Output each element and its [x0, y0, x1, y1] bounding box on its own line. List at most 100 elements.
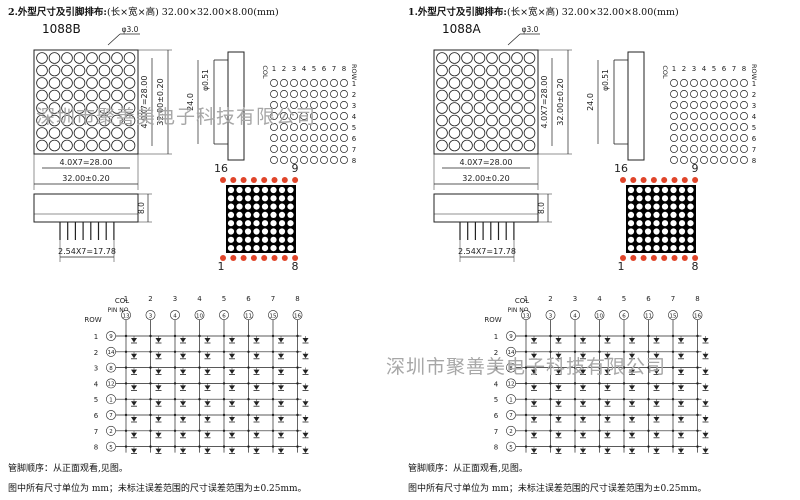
- schematic-col-number: 7: [271, 295, 275, 303]
- grid-dot: [270, 134, 278, 142]
- grid-dot: [690, 79, 698, 87]
- led-diode-icon: [629, 401, 635, 406]
- grid-dot: [730, 90, 738, 98]
- junction-dot: [573, 398, 577, 401]
- led-diode-icon: [302, 401, 309, 406]
- matrix-led: [244, 228, 252, 235]
- matrix-led: [261, 220, 269, 227]
- matrix-led: [644, 203, 652, 210]
- led-diode-icon: [180, 385, 186, 390]
- matrix-led: [227, 228, 235, 235]
- led-diode-icon: [555, 432, 562, 438]
- led-dot: [448, 127, 461, 139]
- matrix-led: [261, 195, 269, 202]
- led-diode-icon: [702, 369, 709, 375]
- row-pin-circle: [106, 425, 116, 436]
- junction-dot: [247, 445, 250, 448]
- units-note: 图中所有尺寸单位为 mm；未标注误差范围的尺寸误差范围为±0.25mm。: [408, 484, 707, 494]
- junction-dot: [549, 445, 552, 448]
- junction-dot: [198, 413, 201, 417]
- led-diode-icon: [302, 369, 309, 375]
- led-diode-icon: [604, 401, 611, 406]
- grid-dot: [700, 90, 708, 98]
- bottom-pin-dot: [261, 255, 268, 261]
- junction-dot: [573, 366, 577, 369]
- row-number: 6: [352, 135, 357, 143]
- grid-dot: [690, 123, 698, 131]
- schematic-col-number: 3: [173, 295, 177, 303]
- matrix-led: [278, 236, 286, 243]
- grid-dot: [310, 112, 318, 120]
- matrix-led: [287, 236, 294, 243]
- led-dot: [86, 64, 98, 77]
- led-dot: [86, 52, 98, 64]
- dimension-heading: 2.外型尺寸及引脚排布:(长×宽×高) 32.00×32.00×8.00(mm): [8, 7, 279, 18]
- led-diode-icon: [531, 417, 537, 422]
- junction-dot: [696, 398, 699, 401]
- led-dot: [61, 127, 73, 139]
- junction-dot: [222, 398, 226, 401]
- grid-dot: [290, 79, 298, 87]
- grid-dot: [700, 112, 708, 120]
- pin-1-label: 1: [618, 260, 625, 273]
- led-diode-icon: [155, 401, 162, 406]
- grid-dot: [340, 145, 348, 153]
- bottom-pin-dot: [620, 255, 626, 261]
- led-dot: [48, 127, 61, 139]
- col-pin-circle: [243, 310, 254, 320]
- matrix-led: [627, 236, 635, 243]
- col-pin-number: 3: [549, 314, 553, 320]
- matrix-led: [287, 211, 294, 218]
- pin-8-label: 8: [292, 260, 299, 273]
- matrix-led: [227, 203, 235, 210]
- led-dot: [473, 52, 486, 64]
- junction-dot: [222, 334, 226, 338]
- matrix-led: [253, 228, 260, 235]
- top-pin-dot: [640, 177, 647, 183]
- matrix-led: [253, 186, 260, 194]
- col-pin-number: 11: [245, 314, 252, 320]
- led-dot: [98, 102, 111, 114]
- led-dot: [86, 77, 98, 89]
- led-dot: [98, 64, 111, 77]
- led-diode-icon: [278, 448, 284, 454]
- matrix-led: [261, 236, 269, 243]
- junction-dot: [296, 398, 299, 401]
- module-outline: [433, 49, 539, 155]
- led-diode-icon: [180, 353, 186, 359]
- pin-9-label: 9: [292, 162, 299, 175]
- matrix-led: [670, 245, 677, 252]
- led-diode-icon: [678, 353, 684, 359]
- led-diode-icon: [229, 432, 235, 438]
- matrix-led: [287, 220, 294, 227]
- grid-dot: [270, 123, 278, 131]
- grid-dot: [710, 156, 718, 164]
- led-dot: [61, 52, 73, 64]
- grid-dot: [340, 123, 348, 131]
- led-dot: [73, 139, 86, 152]
- matrix-led: [687, 236, 694, 243]
- bottom-pin-dot: [640, 255, 647, 261]
- col-pin-circle: [594, 310, 605, 320]
- grid-dot: [720, 156, 728, 164]
- row-pin-number: 5: [109, 445, 113, 451]
- height-label: 32.00±0.20: [156, 78, 165, 125]
- led-dot: [473, 64, 486, 77]
- grid-dot: [310, 123, 318, 131]
- led-dot: [523, 102, 536, 114]
- led-diode-icon: [629, 432, 635, 438]
- led-dot: [473, 102, 486, 114]
- grid-dot: [730, 123, 738, 131]
- grid-dot: [310, 101, 318, 109]
- junction-dot: [573, 445, 577, 448]
- junction-dot: [198, 429, 201, 432]
- matrix-led: [636, 236, 643, 243]
- led-diode-icon: [302, 448, 309, 454]
- col-pin-number: 15: [270, 314, 277, 320]
- junction-dot: [598, 334, 601, 338]
- led-dot: [123, 127, 136, 139]
- matrix-led: [678, 245, 686, 252]
- led-diode-icon: [229, 417, 235, 422]
